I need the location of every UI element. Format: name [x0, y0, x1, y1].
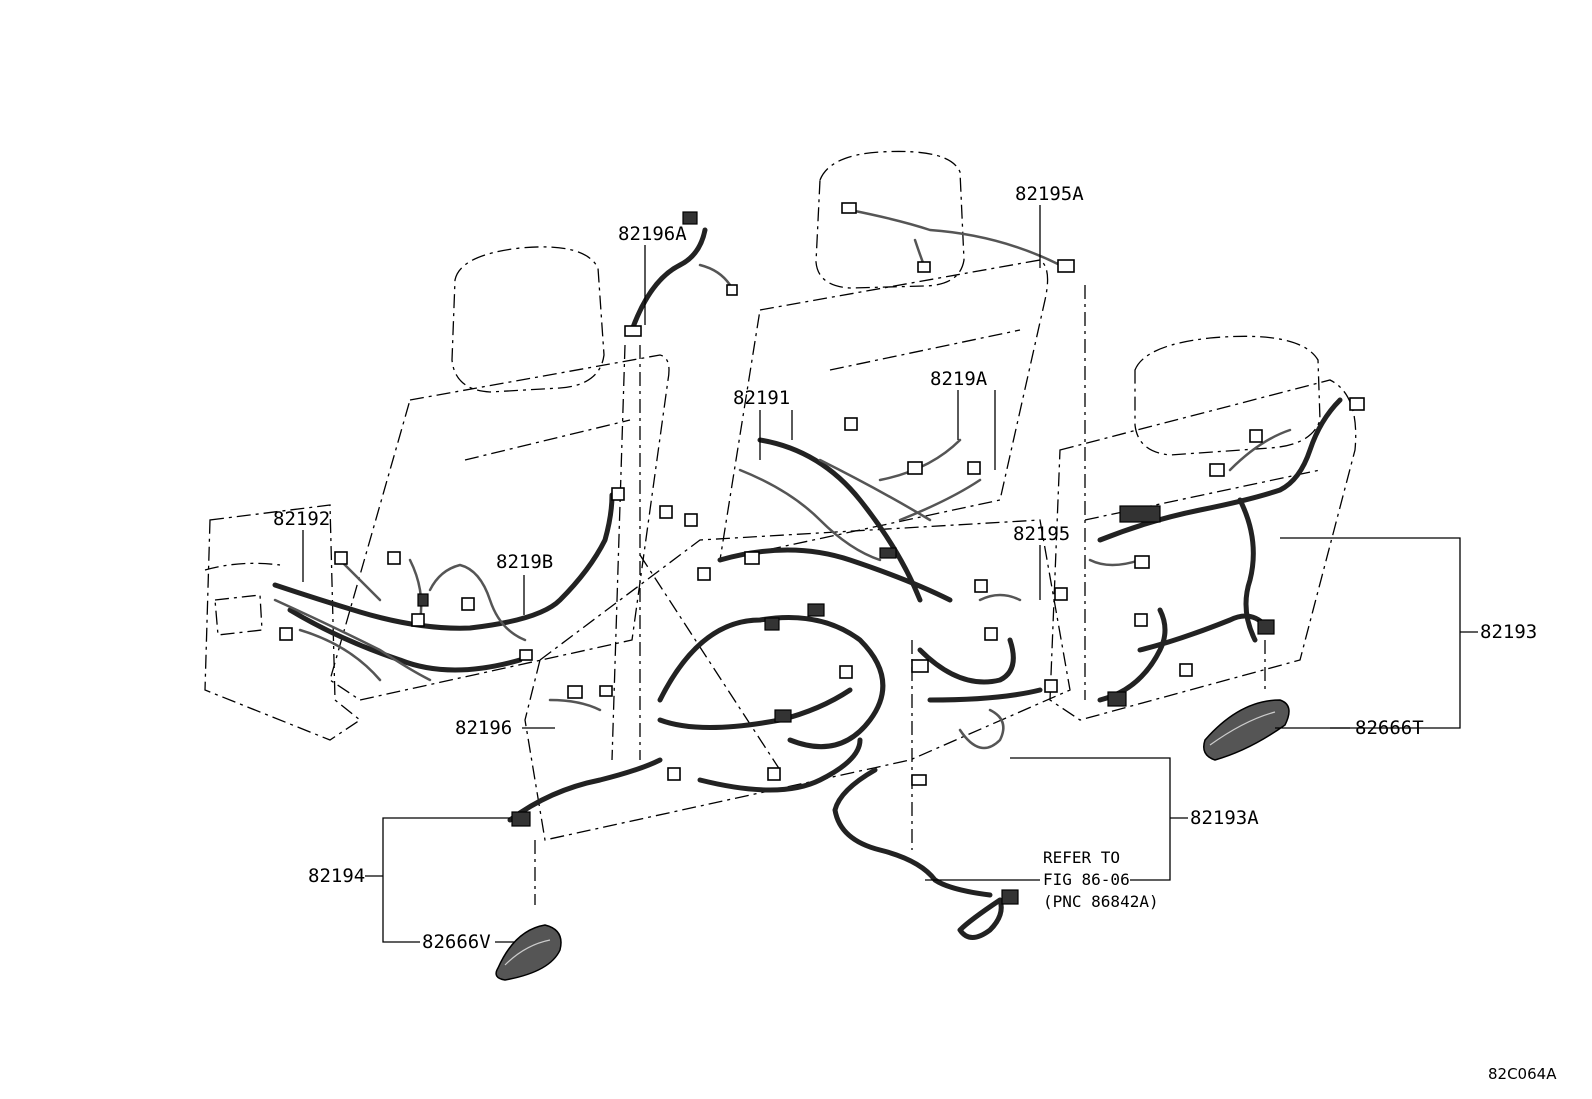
- refer-note-line2: FIG 86-06: [1043, 870, 1130, 889]
- connectors: [279, 202, 1365, 905]
- phantom-leaders: [534, 285, 1266, 905]
- center-seat-harness: [657, 437, 1043, 793]
- label-82196A: 82196A: [618, 223, 687, 245]
- label-82666T: 82666T: [1355, 717, 1424, 739]
- right-seat-harness: [1088, 397, 1343, 703]
- label-82195A: 82195A: [1015, 183, 1084, 205]
- label-82196: 82196: [455, 717, 512, 739]
- label-82194: 82194: [308, 865, 365, 887]
- label-82193: 82193: [1480, 621, 1537, 643]
- label-8219A: 8219A: [930, 368, 988, 390]
- leader-lines: [302, 205, 1478, 943]
- figure-code: 82C064A: [1488, 1065, 1557, 1083]
- label-82195: 82195: [1013, 523, 1070, 545]
- label-82666V: 82666V: [422, 931, 491, 953]
- refer-note-line3: (PNC 86842A): [1043, 892, 1159, 911]
- label-82192: 82192: [273, 508, 330, 530]
- label-82193A: 82193A: [1190, 807, 1259, 829]
- switch-cover-left: [495, 924, 562, 981]
- part-labels: 82196A 82195A 82191 8219A 82192 8219B 82…: [273, 183, 1537, 953]
- refer-note: REFER TO FIG 86-06 (PNC 86842A): [1043, 848, 1159, 911]
- center-seat-outline: [524, 150, 1071, 841]
- left-seat-outline: [204, 246, 670, 741]
- detached-harnesses: [507, 208, 1062, 940]
- label-8219B: 8219B: [496, 551, 553, 573]
- refer-note-line1: REFER TO: [1043, 848, 1120, 867]
- label-82191: 82191: [733, 387, 790, 409]
- switch-cover-right: [1203, 699, 1290, 761]
- right-seat-outline: [1049, 335, 1357, 721]
